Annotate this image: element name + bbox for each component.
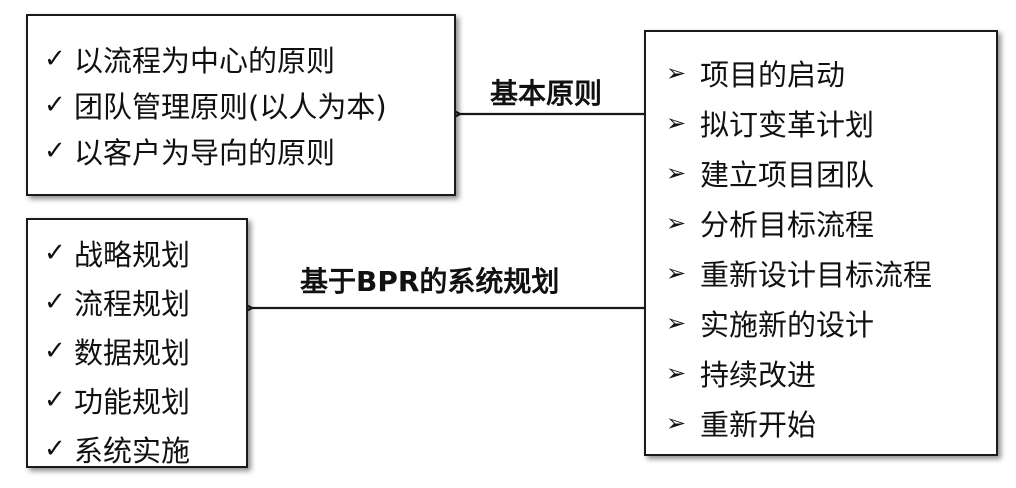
check-icon: ✓ xyxy=(44,335,66,366)
step-label: 项目的启动 xyxy=(700,58,846,92)
check-icon: ✓ xyxy=(44,433,66,464)
arrow-bullet-icon: ➢ xyxy=(666,159,687,187)
step-label: 实施新的设计 xyxy=(700,308,875,342)
basic-principles-label: 基本原则 xyxy=(490,77,603,110)
planning-item: ✓ 功能规划 xyxy=(44,375,246,424)
planning-item: ✓ 系统实施 xyxy=(44,424,246,473)
arrow-bullet-icon: ➢ xyxy=(666,259,687,287)
arrow-bullet-icon: ➢ xyxy=(666,409,687,437)
planning-item: ✓ 战略规划 xyxy=(44,228,246,277)
steps-box: ➢ 项目的启动 ➢ 拟订变革计划 ➢ 建立项目团队 ➢ 分析目标流程 ➢ 重新设计目标流程… xyxy=(644,30,998,456)
step-item: ➢ 拟订变革计划 xyxy=(666,98,996,148)
step-label: 重新开始 xyxy=(700,408,817,442)
arrow-bullet-icon: ➢ xyxy=(666,309,687,337)
step-item: ➢ 建立项目团队 xyxy=(666,148,996,198)
check-icon: ✓ xyxy=(44,384,66,415)
planning-item: ✓ 流程规划 xyxy=(44,277,246,326)
principles-box: ✓ 以流程为中心的原则 ✓ 团队管理原则(以人为本) ✓ 以客户为导向的原则 xyxy=(26,14,456,196)
planning-label: 功能规划 xyxy=(74,384,191,419)
planning-label: 战略规划 xyxy=(74,237,191,272)
principle-item: ✓ 以流程为中心的原则 xyxy=(44,36,454,82)
planning-label: 系统实施 xyxy=(74,433,191,468)
arrow-bullet-icon: ➢ xyxy=(666,209,687,237)
step-label: 分析目标流程 xyxy=(700,208,875,242)
planning-box: ✓ 战略规划 ✓ 流程规划 ✓ 数据规划 ✓ 功能规划 ✓ 系统实施 xyxy=(26,218,248,468)
step-item: ➢ 重新设计目标流程 xyxy=(666,248,996,298)
step-label: 建立项目团队 xyxy=(700,158,875,192)
arrow-bullet-icon: ➢ xyxy=(666,59,687,87)
step-item: ➢ 分析目标流程 xyxy=(666,198,996,248)
check-icon: ✓ xyxy=(44,286,66,317)
principle-item: ✓ 以客户为导向的原则 xyxy=(44,128,454,174)
step-label: 重新设计目标流程 xyxy=(700,258,933,292)
step-item: ➢ 实施新的设计 xyxy=(666,298,996,348)
planning-label: 数据规划 xyxy=(74,335,191,370)
step-label: 持续改进 xyxy=(700,358,817,392)
step-label: 拟订变革计划 xyxy=(700,108,875,142)
step-item: ➢ 重新开始 xyxy=(666,398,996,448)
step-item: ➢ 持续改进 xyxy=(666,348,996,398)
arrow-bullet-icon: ➢ xyxy=(666,359,687,387)
check-icon: ✓ xyxy=(44,136,66,166)
principle-label: 以流程为中心的原则 xyxy=(74,44,336,78)
step-item: ➢ 项目的启动 xyxy=(666,48,996,98)
planning-item: ✓ 数据规划 xyxy=(44,326,246,375)
principle-label: 以客户为导向的原则 xyxy=(74,136,336,170)
bpr-planning-label: 基于BPR的系统规划 xyxy=(300,265,560,298)
check-icon: ✓ xyxy=(44,237,66,268)
arrow-bullet-icon: ➢ xyxy=(666,109,687,137)
check-icon: ✓ xyxy=(44,44,66,74)
principle-label: 团队管理原则(以人为本) xyxy=(74,90,387,124)
check-icon: ✓ xyxy=(44,90,66,120)
planning-label: 流程规划 xyxy=(74,286,191,321)
principle-item: ✓ 团队管理原则(以人为本) xyxy=(44,82,454,128)
